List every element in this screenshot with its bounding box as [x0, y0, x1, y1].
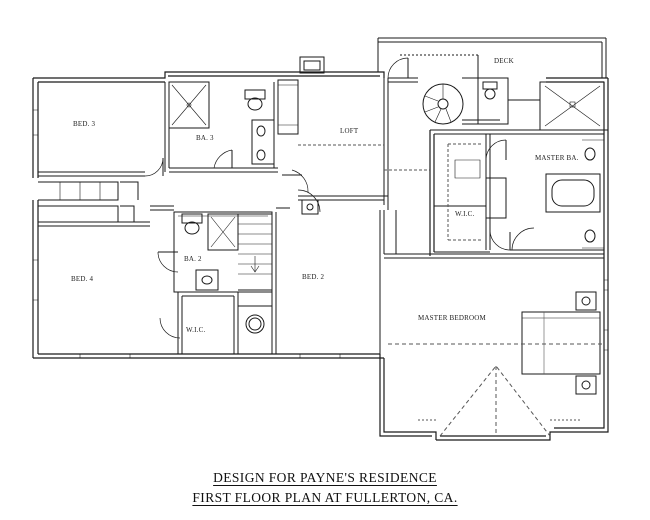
plan-title-text: DESIGN FOR PAYNE'S RESIDENCE — [213, 470, 437, 485]
room-label-bed2: BED. 2 — [302, 273, 325, 281]
chimney — [299, 56, 325, 74]
room-label-master-bedroom: MASTER BEDROOM — [418, 314, 487, 322]
room-label-ba2: BA. 2 — [184, 255, 202, 263]
master-bedroom — [388, 279, 608, 437]
plan-title: DESIGN FOR PAYNE'S RESIDENCE — [0, 470, 650, 486]
window-marks — [33, 109, 341, 358]
room-label-loft: LOFT — [340, 127, 359, 135]
room-label-bed3: BED. 3 — [73, 120, 95, 128]
floor-plan: BED. 3 BA. 3 LOFT DECK MASTER BA. W.I.C.… — [32, 37, 609, 441]
loft — [277, 78, 430, 210]
exterior-walls — [32, 71, 609, 441]
plan-subtitle-text: FIRST FLOOR PLAN AT FULLERTON, CA. — [192, 490, 458, 505]
room-label-bed4: BED. 4 — [71, 275, 93, 283]
room-label-ba3: BA. 3 — [196, 134, 214, 142]
master-bath — [434, 134, 604, 253]
room-label-master-ba: MASTER BA. — [535, 154, 579, 162]
room-label-master-wic: W.I.C. — [455, 210, 474, 218]
room-label-deck: DECK — [494, 57, 514, 65]
bed3-walls — [38, 81, 279, 201]
plan-subtitle: FIRST FLOOR PLAN AT FULLERTON, CA. — [0, 490, 650, 506]
hall-walls — [38, 189, 604, 354]
deck — [377, 37, 607, 78]
spiral-stair — [387, 57, 605, 131]
room-label-wic: W.I.C. — [186, 326, 205, 334]
